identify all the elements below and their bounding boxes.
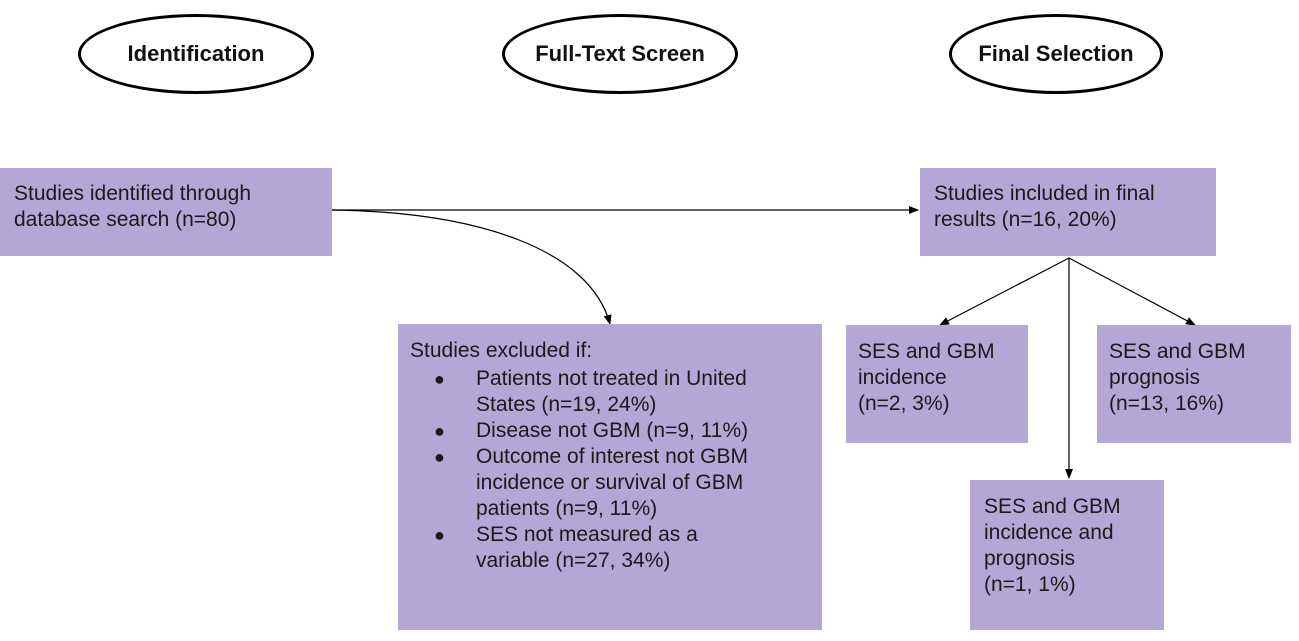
- studies-included-line-2: results (n=16, 20%): [934, 208, 1117, 231]
- studies-identified-line-1: Studies identified through: [14, 182, 251, 205]
- bullet-glyph: ●: [434, 369, 445, 389]
- studies-identified-line-2: database search (n=80): [14, 208, 237, 231]
- exclusion-criterion-line: Disease not GBM (n=9, 11%): [476, 419, 749, 442]
- studies-included-line-1: Studies included in final: [934, 182, 1155, 205]
- stage-identification-label: Identification: [127, 41, 265, 66]
- stage-final-selection-oval: Final Selection: [949, 14, 1163, 94]
- prognosis-line-3: (n=13, 16%): [1109, 392, 1224, 415]
- stage-full-text-screen-oval: Full-Text Screen: [502, 14, 738, 94]
- arrow-included-to-prognosis: [1068, 257, 1196, 326]
- both-line-3: prognosis: [984, 547, 1076, 570]
- stage-full-text-screen-label: Full-Text Screen: [535, 41, 705, 66]
- studies-excluded-box: Studies excluded if: ● Patients not trea…: [398, 324, 822, 630]
- exclusion-criterion-line: Patients not treated in United: [476, 367, 747, 390]
- studies-identified-box: Studies identified through database sear…: [0, 168, 332, 256]
- stage-final-selection-label: Final Selection: [978, 41, 1134, 66]
- prognosis-line-1: SES and GBM: [1109, 340, 1246, 363]
- incidence-line-1: SES and GBM: [858, 340, 995, 363]
- both-line-2: incidence and: [984, 521, 1114, 544]
- incidence-line-3: (n=2, 3%): [858, 392, 950, 415]
- incidence-line-2: incidence: [858, 366, 947, 389]
- bullet-glyph: ●: [434, 421, 445, 441]
- bullet-glyph: ●: [434, 447, 445, 467]
- bullet-glyph: ●: [434, 525, 445, 545]
- ses-gbm-incidence-box: SES and GBM incidence (n=2, 3%): [846, 325, 1028, 443]
- both-line-1: SES and GBM: [984, 495, 1121, 518]
- ses-gbm-prognosis-box: SES and GBM prognosis (n=13, 16%): [1097, 325, 1291, 443]
- exclusion-criterion-line: variable (n=27, 34%): [476, 549, 671, 572]
- studies-included-box: Studies included in final results (n=16,…: [920, 168, 1216, 256]
- both-line-4: (n=1, 1%): [984, 573, 1076, 596]
- exclusion-criterion-line: patients (n=9, 11%): [476, 497, 658, 520]
- ses-gbm-incidence-and-prognosis-box: SES and GBM incidence and prognosis (n=1…: [970, 480, 1164, 630]
- stage-identification-oval: Identification: [78, 14, 314, 94]
- excluded-heading: Studies excluded if:: [410, 339, 593, 362]
- exclusion-criterion-line: incidence or survival of GBM: [476, 471, 744, 494]
- exclusion-criterion: ● Outcome of interest not GBM incidence …: [410, 444, 822, 522]
- exclusion-criterion-line: SES not measured as a: [476, 523, 698, 546]
- exclusion-criterion-line: Outcome of interest not GBM: [476, 445, 748, 468]
- arrow-included-to-incidence: [939, 257, 1070, 326]
- exclusion-criteria-list: ● Patients not treated in United States …: [410, 366, 822, 574]
- exclusion-criterion: ● SES not measured as a variable (n=27, …: [410, 522, 822, 574]
- prognosis-line-2: prognosis: [1109, 366, 1201, 389]
- exclusion-criterion: ● Disease not GBM (n=9, 11%): [410, 418, 822, 444]
- exclusion-criterion: ● Patients not treated in United States …: [410, 366, 822, 418]
- exclusion-criterion-line: States (n=19, 24%): [476, 393, 657, 416]
- arrow-identified-to-excluded: [331, 209, 612, 325]
